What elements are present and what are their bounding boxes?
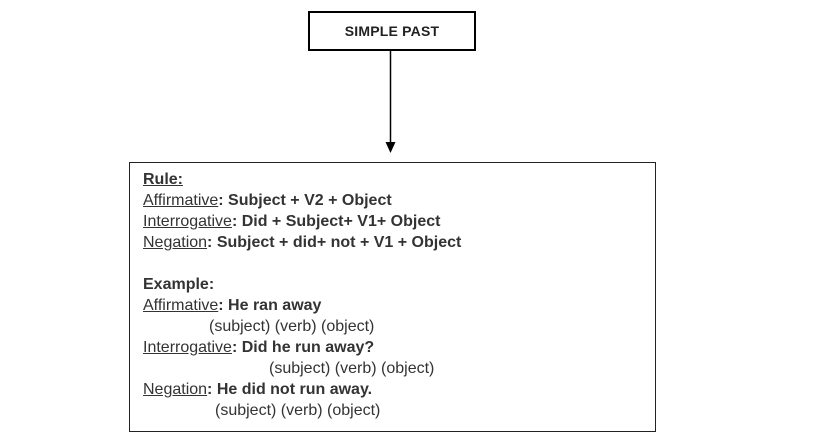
example-negation-label: Negation bbox=[143, 381, 208, 398]
example-interrogative-sep: : bbox=[231, 339, 238, 356]
rule-negation-formula: Subject + did+ not + V1 + Object bbox=[212, 234, 462, 251]
rule-interrogative-line: Interrogative: Did + Subject+ V1+ Object bbox=[143, 211, 647, 232]
example-affirmative-sentence: He ran away bbox=[223, 297, 322, 314]
rule-negation-label: Negation bbox=[143, 234, 208, 251]
rule-affirmative-label: Affirmative bbox=[143, 192, 219, 209]
rule-affirmative-line: Affirmative: Subject + V2 + Object bbox=[143, 190, 647, 211]
example-negation-sentence: He did not run away. bbox=[212, 381, 373, 398]
rule-interrogative-formula: Did + Subject+ V1+ Object bbox=[237, 213, 441, 230]
rule-interrogative-sep: : bbox=[231, 213, 238, 230]
example-affirmative-line: Affirmative: He ran away bbox=[143, 295, 647, 316]
rule-example-content: Rule: Affirmative: Subject + V2 + Object… bbox=[143, 169, 647, 421]
rule-example-box: Rule: Affirmative: Subject + V2 + Object… bbox=[129, 162, 656, 432]
rule-interrogative-label: Interrogative bbox=[143, 213, 232, 230]
example-affirmative-label: Affirmative bbox=[143, 297, 219, 314]
example-interrogative-line: Interrogative: Did he run away? bbox=[143, 337, 647, 358]
example-interrogative-label: Interrogative bbox=[143, 339, 232, 356]
rule-affirmative-sep: : bbox=[218, 192, 224, 209]
rule-affirmative-formula: Subject + V2 + Object bbox=[223, 192, 392, 209]
down-arrow bbox=[385, 51, 396, 153]
example-negation-sep: : bbox=[207, 381, 213, 398]
example-heading: Example: bbox=[143, 276, 215, 293]
rule-negation-line: Negation: Subject + did+ not + V1 + Obje… bbox=[143, 232, 647, 253]
example-affirmative-sep: : bbox=[218, 297, 224, 314]
arrow-head bbox=[385, 142, 396, 153]
example-interrogative-sentence: Did he run away? bbox=[237, 339, 375, 356]
rule-heading: Rule: bbox=[143, 171, 183, 188]
example-negation-line: Negation: He did not run away. bbox=[143, 379, 647, 400]
spacer bbox=[143, 253, 647, 274]
example-affirmative-parts: (subject) (verb) (object) bbox=[209, 318, 375, 335]
example-negation-parts: (subject) (verb) (object) bbox=[215, 402, 381, 419]
example-interrogative-parts: (subject) (verb) (object) bbox=[269, 360, 435, 377]
diagram-title: SIMPLE PAST bbox=[344, 23, 440, 39]
rule-heading-line: Rule: bbox=[143, 169, 647, 190]
example-heading-line: Example: bbox=[143, 274, 647, 295]
rule-negation-sep: : bbox=[207, 234, 213, 251]
title-box: SIMPLE PAST bbox=[308, 11, 476, 51]
